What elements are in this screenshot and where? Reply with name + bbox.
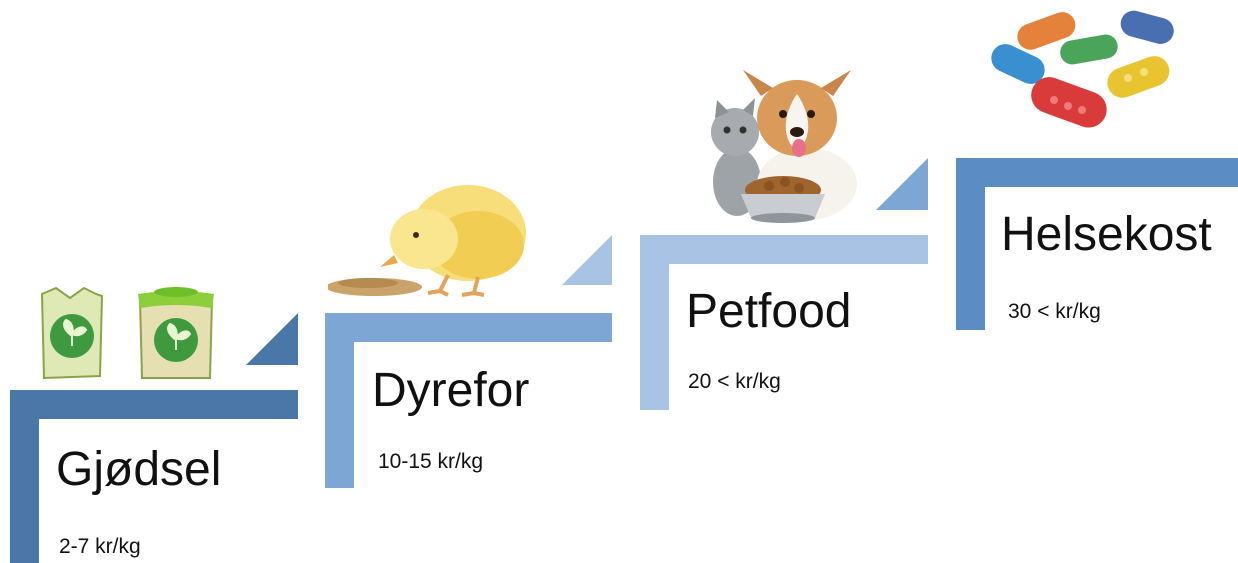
vitamin-capsules-icon (988, 6, 1180, 146)
step-4-price: 30 < kr/kg (1008, 301, 1101, 322)
step-2-arrow-triangle (562, 235, 612, 285)
step-3-price: 20 < kr/kg (688, 371, 781, 392)
step-2-top-bar (325, 313, 612, 342)
step-2-price: 10-15 kr/kg (378, 451, 483, 472)
step-2-title: Dyrefor (372, 367, 529, 415)
kitten-puppy-food-bowl-icon (703, 66, 863, 226)
step-4-top-bar (956, 158, 1238, 187)
step-1-title: Gjødsel (56, 446, 221, 494)
chick-eating-grain-icon (328, 175, 533, 300)
step-2-side-bar (325, 313, 354, 488)
fertilizer-bags-icon (36, 286, 216, 386)
step-3-side-bar (640, 235, 669, 410)
step-3-top-bar (640, 235, 928, 264)
step-1-arrow-triangle (246, 313, 298, 365)
step-3-arrow-triangle (876, 158, 928, 210)
step-1-price: 2-7 kr/kg (59, 536, 141, 557)
step-1-top-bar (10, 390, 298, 419)
step-4-title: Helsekost (1001, 211, 1212, 259)
step-4-side-bar (956, 158, 985, 330)
step-1-side-bar (10, 390, 39, 563)
step-3-title: Petfood (686, 288, 851, 336)
